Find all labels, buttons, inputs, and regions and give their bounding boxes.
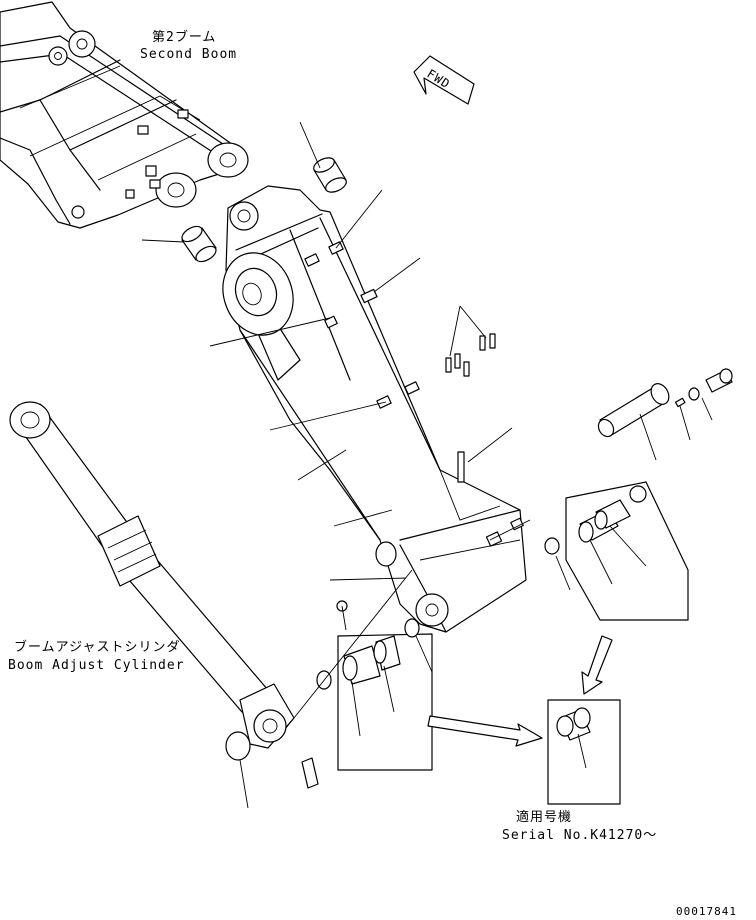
kit-box-right <box>544 481 689 621</box>
kit-box-lower <box>316 600 433 771</box>
cylinder-label-en: Boom Adjust Cylinder <box>8 658 185 673</box>
pin-assembly <box>597 368 733 438</box>
bushing-left <box>181 225 217 263</box>
fwd-arrow-icon <box>413 55 475 105</box>
serial-box <box>547 699 621 805</box>
bushing-upper <box>313 157 347 193</box>
arrow-down <box>581 635 613 695</box>
arrow-to-serial-box <box>427 715 543 747</box>
serial-label-en: Serial No.K41270〜 <box>502 828 658 843</box>
main-boom <box>222 185 527 633</box>
leader-lines <box>141 121 713 809</box>
cylinder-label-jp: ブームアジャストシリンダ <box>14 640 181 655</box>
serial-label-jp: 適用号機 <box>516 810 573 825</box>
boom-adjust-cylinder <box>9 401 319 789</box>
drawing-number: 00017841 <box>676 905 737 918</box>
second-boom <box>0 1 249 229</box>
bolt-set <box>445 333 496 377</box>
second-boom-label-jp: 第2ブーム <box>152 30 217 45</box>
second-boom-label-en: Second Boom <box>140 47 238 62</box>
